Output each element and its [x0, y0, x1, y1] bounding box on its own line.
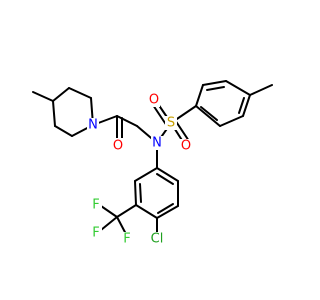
atom-background — [90, 198, 102, 212]
atom-background — [121, 232, 133, 246]
atom-label-n: N — [88, 118, 98, 133]
atom-background — [90, 226, 102, 240]
atom-background — [87, 118, 99, 132]
bond — [156, 173, 174, 185]
bond — [52, 87, 70, 102]
bond — [139, 183, 142, 203]
bond — [219, 115, 244, 127]
atom-label-f: F — [92, 226, 99, 241]
chemical-structure: O N N S O O Cl F — [32, 80, 273, 247]
sulfonamide-nitrogen: N — [151, 136, 163, 151]
bond — [156, 167, 179, 182]
bond — [134, 180, 137, 206]
atom-background — [148, 93, 160, 107]
bond — [54, 125, 73, 137]
atom-label-cl: Cl — [151, 232, 164, 247]
atom-label-f: F — [123, 232, 130, 247]
bond — [116, 204, 137, 218]
fluorine-1: F — [90, 198, 102, 213]
chlorine: Cl — [148, 232, 166, 247]
bond — [195, 105, 221, 127]
bond — [174, 119, 190, 142]
bond — [100, 216, 118, 231]
bond — [152, 104, 168, 127]
bond — [52, 100, 56, 127]
atom-background — [180, 139, 192, 153]
atom-label-o: O — [113, 139, 123, 154]
bond — [202, 80, 227, 86]
bond — [206, 86, 225, 91]
atom-label-o: O — [181, 139, 191, 154]
atom-label-s: S — [167, 116, 175, 131]
bond — [249, 84, 273, 96]
sulfonyl-oxygen-2: O — [180, 139, 192, 154]
atom-label-o: O — [149, 93, 159, 108]
bond — [225, 80, 251, 96]
bond — [157, 203, 174, 214]
atom-background — [151, 136, 163, 150]
bond — [135, 204, 158, 219]
bond — [156, 205, 179, 219]
bond — [116, 115, 138, 127]
bond — [200, 106, 218, 121]
atom-label-f: F — [92, 198, 99, 213]
atom-background — [165, 116, 177, 130]
atom-background — [112, 138, 124, 152]
bond — [100, 205, 118, 218]
sulfonyl-sulfur: S — [165, 116, 177, 131]
atom-background — [148, 232, 166, 246]
piperidine-nitrogen: N — [87, 118, 99, 133]
bond — [195, 84, 204, 107]
sulfonyl-oxygen-1: O — [148, 93, 160, 108]
fluorine-2: F — [90, 226, 102, 241]
carbonyl-oxygen: O — [112, 138, 124, 154]
bond — [68, 87, 92, 99]
atom-label-n: N — [152, 136, 162, 151]
fluorine-3: F — [121, 232, 133, 247]
bond — [32, 91, 54, 102]
atom-layer: O N N S O O Cl F — [87, 93, 192, 247]
bond — [238, 97, 245, 114]
bond — [242, 94, 251, 117]
bond — [134, 167, 158, 182]
